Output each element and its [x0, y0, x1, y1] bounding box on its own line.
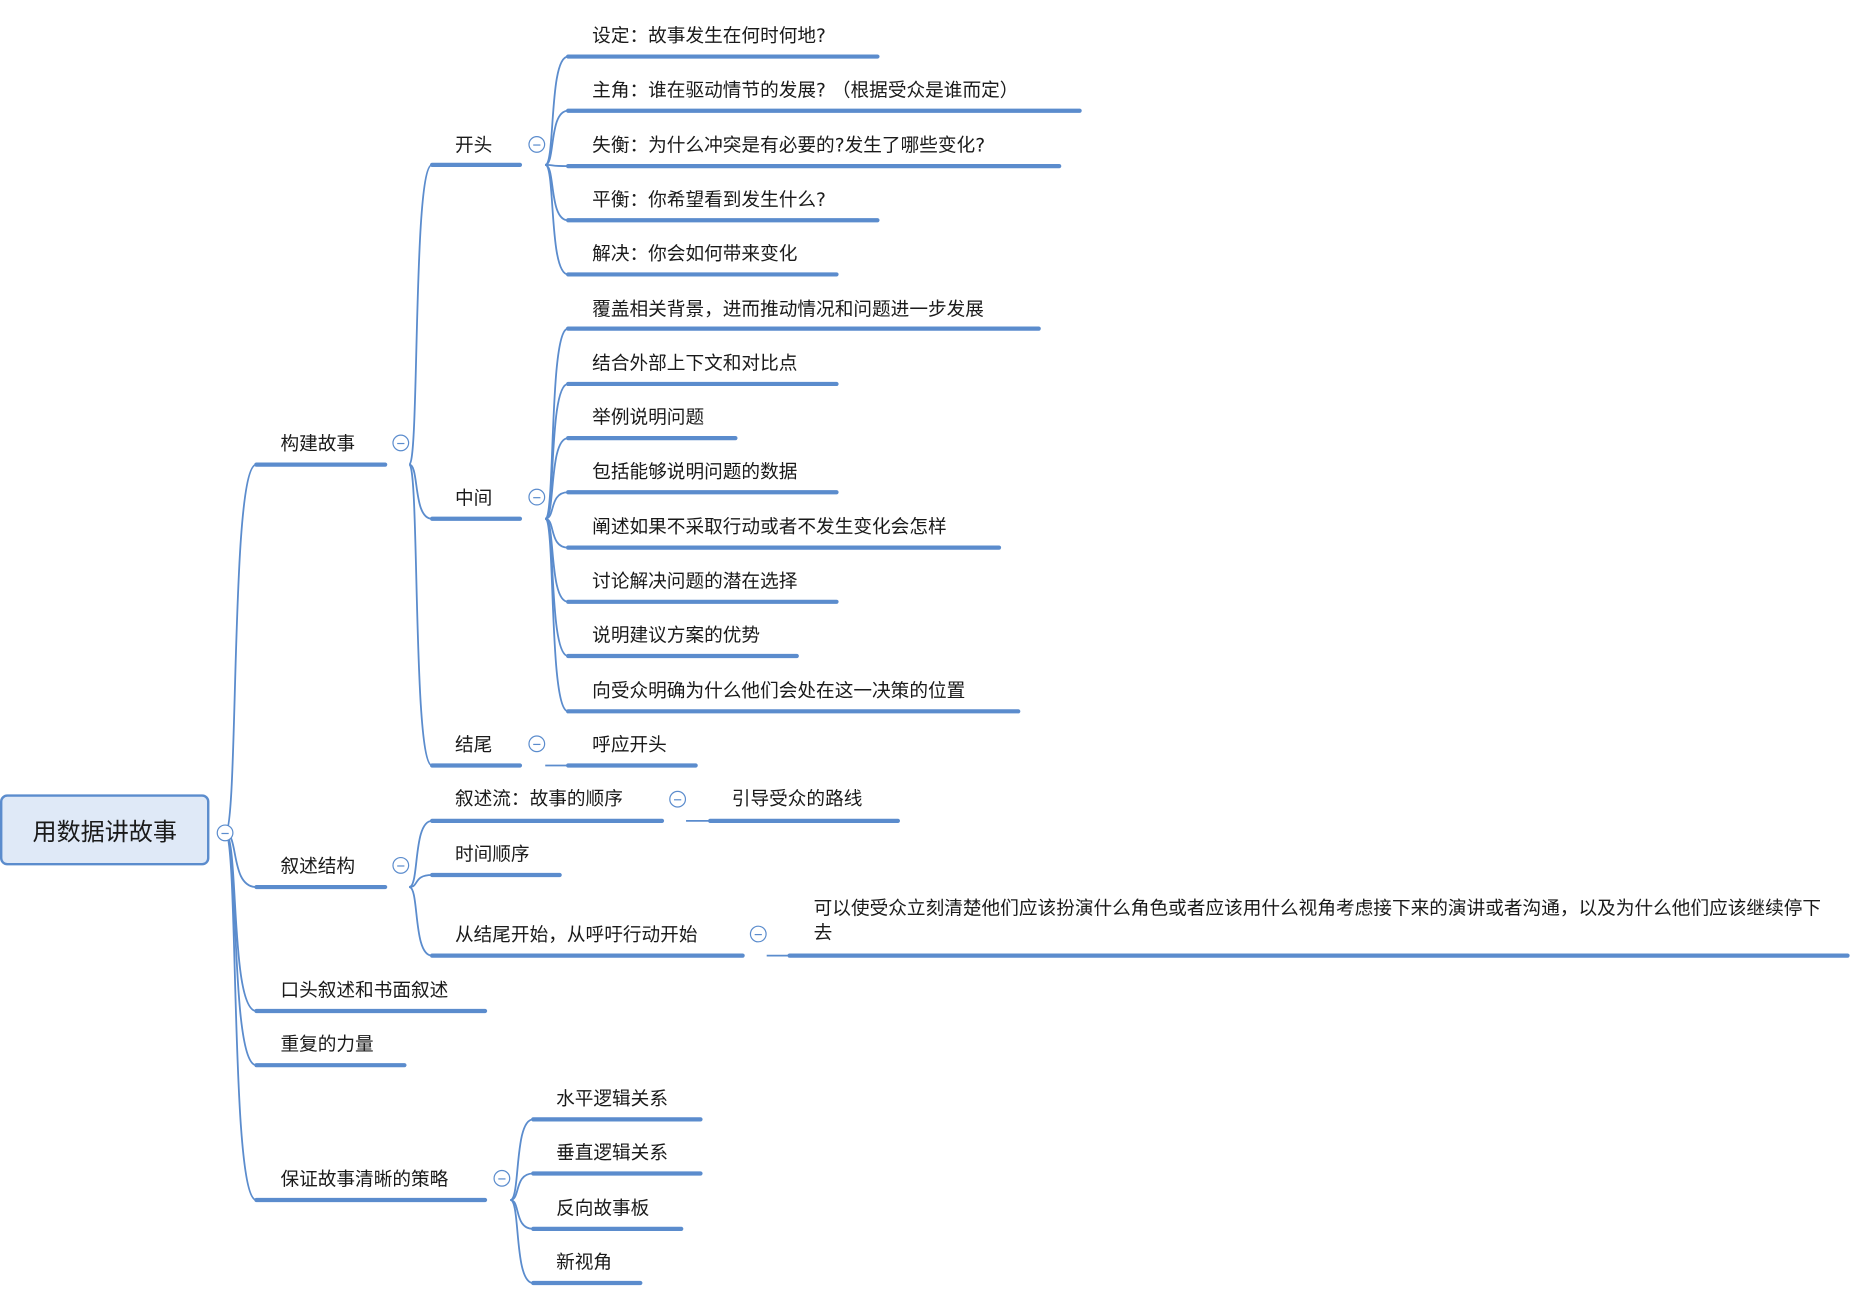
- collapse-minus-icon[interactable]: [749, 925, 767, 943]
- leaf-fresh-perspective[interactable]: 新视角: [556, 1251, 613, 1274]
- leaf-vertical-logic[interactable]: 垂直逻辑关系: [556, 1142, 669, 1164]
- leaf-protagonist[interactable]: 主角：谁在驱动情节的发展? （根据受众是谁而定）: [592, 79, 1019, 102]
- connector-line: [544, 437, 569, 520]
- collapse-minus-icon[interactable]: [392, 856, 410, 874]
- leaf-context[interactable]: 覆盖相关背景，进而推动情况和问题进一步发展: [592, 298, 984, 321]
- connector-line: [408, 163, 433, 466]
- leaf-position[interactable]: 向受众明确为什么他们会处在这一决策的位置: [592, 680, 966, 702]
- collapse-minus-icon[interactable]: [216, 824, 234, 842]
- leaf-guide-route[interactable]: 引导受众的路线: [731, 788, 863, 811]
- collapse-minus-icon[interactable]: [528, 488, 546, 506]
- connector-line: [408, 886, 433, 957]
- leaf-imbalance[interactable]: 失衡：为什么冲突是有必要的?发生了哪些变化?: [592, 134, 986, 157]
- connector-line: [545, 163, 569, 167]
- leaf-echo-opening[interactable]: 呼应开头: [592, 734, 667, 756]
- leaf-resolution[interactable]: 解决：你会如何带来变化: [592, 243, 798, 265]
- node-oral-written[interactable]: 口头叙述和书面叙述: [280, 979, 449, 1002]
- connector-line: [544, 327, 569, 520]
- node-build-story[interactable]: 构建故事: [280, 433, 356, 455]
- connector-line: [510, 1172, 534, 1201]
- node-ending[interactable]: 结尾: [454, 734, 493, 756]
- node-start-from-end[interactable]: 从结尾开始，从呼吁行动开始: [454, 924, 698, 947]
- connector-line: [408, 463, 433, 767]
- node-narrative-structure[interactable]: 叙述结构: [280, 855, 356, 878]
- collapse-minus-icon[interactable]: [528, 136, 546, 153]
- connector-line: [544, 491, 569, 520]
- connector-line: [509, 1199, 534, 1284]
- leaf-example[interactable]: 举例说明问题: [592, 406, 705, 429]
- leaf-options[interactable]: 讨论解决问题的潜在选择: [592, 570, 798, 593]
- connector-line: [408, 463, 433, 520]
- collapse-minus-icon[interactable]: [528, 735, 546, 753]
- collapse-minus-icon[interactable]: [669, 790, 687, 808]
- leaf-horizontal-logic[interactable]: 水平逻辑关系: [556, 1088, 669, 1110]
- leaf-start-from-end-detail[interactable]: 可以使受众立刻清楚他们应该扮演什么角色或者应该用什么视角考虑接下来的演讲或者沟通…: [813, 897, 1822, 944]
- connector-line: [544, 109, 569, 166]
- node-chronological[interactable]: 时间顺序: [454, 843, 530, 866]
- node-power-of-repetition[interactable]: 重复的力量: [280, 1033, 374, 1056]
- leaf-external[interactable]: 结合外部上下文和对比点: [592, 352, 798, 375]
- connector-line: [509, 1118, 534, 1201]
- collapse-minus-icon[interactable]: [392, 434, 410, 452]
- node-clarity-strategies[interactable]: 保证故事清晰的策略: [280, 1168, 449, 1191]
- connector-line: [224, 831, 257, 1201]
- root-node-label: 用数据讲故事: [32, 817, 177, 847]
- collapse-minus-icon[interactable]: [493, 1169, 511, 1187]
- connector-line: [408, 819, 433, 888]
- leaf-reverse-storyboard[interactable]: 反向故事板: [556, 1197, 650, 1220]
- node-middle[interactable]: 中间: [454, 487, 493, 510]
- connector-line: [544, 163, 569, 276]
- leaf-data[interactable]: 包括能够说明问题的数据: [592, 460, 798, 483]
- connector-line: [544, 517, 569, 713]
- connector-line: [409, 874, 433, 888]
- leaf-advantages[interactable]: 说明建议方案的优势: [592, 624, 761, 647]
- node-opening[interactable]: 开头: [454, 134, 493, 157]
- connector-line: [224, 463, 257, 834]
- connector-line: [224, 831, 257, 1067]
- leaf-no-action[interactable]: 阐述如果不采取行动或者不发生变化会怎样: [592, 516, 947, 539]
- node-narrative-flow[interactable]: 叙述流：故事的顺序: [454, 788, 623, 811]
- leaf-setting[interactable]: 设定：故事发生在何时何地?: [592, 25, 826, 47]
- root-node[interactable]: 用数据讲故事: [0, 794, 210, 866]
- leaf-balance[interactable]: 平衡：你希望看到发生什么?: [592, 188, 826, 211]
